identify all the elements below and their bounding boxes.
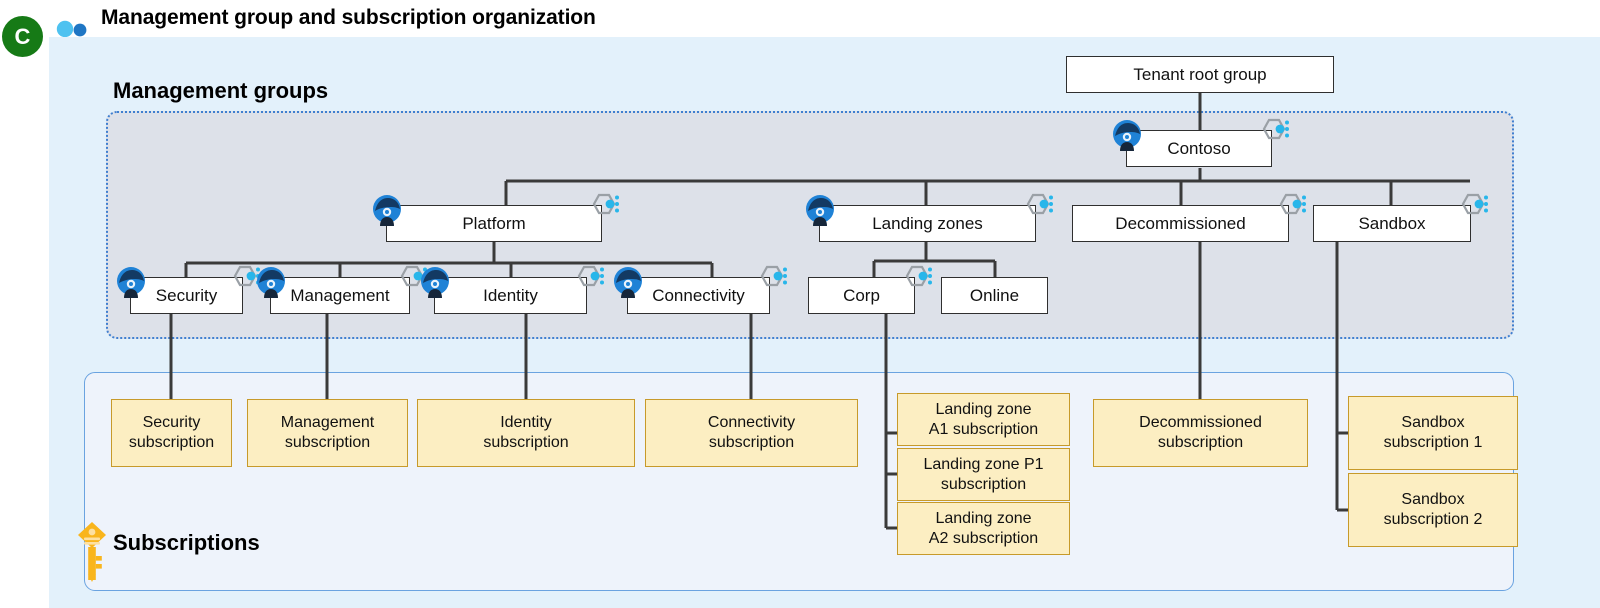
subscription-label-line1: Landing zone [935,400,1032,418]
subscription-label-line1: Decommissioned [1139,414,1262,431]
rbac-icon [610,265,646,301]
mg-label: Management [290,285,390,305]
subscription-label-line1: Connectivity [707,414,796,431]
policy-icon [1021,191,1055,223]
mg-node-management[interactable]: Management [257,265,427,314]
subscription-node-landing-zone-p1[interactable]: Landing zone P1 subscription [897,448,1070,501]
rbac-icon [369,193,405,229]
mg-label: Landing zones [872,213,983,233]
mg-label: Online [969,285,1020,305]
mg-label: Platform [462,213,526,233]
subscription-label-line1: Sandbox [1401,414,1465,431]
subscription-label-line2: subscription [940,475,1027,493]
subscription-label-line1: Management [280,414,375,431]
subscription-label-line2: A2 subscription [928,529,1039,547]
mg-node-decommissioned[interactable]: Decommissioned [1072,193,1306,242]
mg-label: Contoso [1167,138,1231,158]
mg-node-security[interactable]: Security [117,265,260,314]
mg-node-landing-zones[interactable]: Landing zones [806,193,1053,242]
subscription-label-line1: Landing zone P1 [923,455,1044,473]
mg-node-corp[interactable]: Corp [808,265,932,314]
subscription-label-line2: subscription [128,434,215,451]
subscription-label-line2: subscription 2 [1383,511,1483,528]
subscription-label-line2: subscription [708,434,795,451]
rbac-icon [1109,118,1145,154]
page-title: Management group and subscription organi… [101,6,596,29]
subscription-node-management[interactable]: Management subscription [247,399,408,467]
subscription-label-line2: subscription [284,434,371,451]
policy-icon [587,191,621,223]
mg-node-online[interactable]: Online [941,277,1048,314]
policy-icon [1274,191,1308,223]
mg-node-contoso[interactable]: Contoso [1113,118,1289,167]
subscription-label-line1: Sandbox [1401,491,1465,508]
key-icon [74,520,110,582]
brand-badge-letter: C [14,23,31,49]
policy-icon [900,263,934,295]
mg-node-sandbox[interactable]: Sandbox [1313,193,1488,242]
subscription-label-line1: Identity [500,414,552,431]
subscription-node-sandbox-1[interactable]: Sandbox subscription 1 [1348,396,1518,470]
mg-label: Security [155,285,218,305]
mg-label: Tenant root group [1133,64,1267,84]
rbac-icon [253,265,289,301]
mg-label: Connectivity [652,285,745,305]
mg-label: Sandbox [1358,213,1426,233]
subscriptions-heading: Subscriptions [113,530,260,555]
subscription-label-line2: subscription 1 [1383,434,1483,451]
mg-node-connectivity[interactable]: Connectivity [614,265,787,314]
subscription-label-line1: Landing zone [935,509,1032,527]
rbac-icon [113,265,149,301]
subscription-label-line2: A1 subscription [928,420,1039,438]
mg-node-identity[interactable]: Identity [421,265,604,314]
subscription-node-security[interactable]: Security subscription [111,399,232,467]
mg-label: Identity [483,285,538,305]
rbac-icon [417,265,453,301]
rbac-icon [802,193,838,229]
subscription-node-landing-zone-a2[interactable]: Landing zone A2 subscription [897,502,1070,555]
subscription-label-line1: Security [142,414,201,431]
subscription-node-sandbox-2[interactable]: Sandbox subscription 2 [1348,473,1518,547]
brand-badge: C [2,16,43,57]
management-groups-heading: Management groups [113,78,329,103]
policy-icon [1257,116,1291,148]
subscription-node-connectivity[interactable]: Connectivity subscription [645,399,858,467]
subscription-label-line2: subscription [483,434,569,451]
mg-node-tenant-root-group[interactable]: Tenant root group [1066,56,1334,93]
subscription-node-identity[interactable]: Identity subscription [417,399,635,467]
mg-node-platform[interactable]: Platform [373,193,619,242]
policy-icon [755,263,789,295]
policy-icon [572,263,606,295]
subscription-node-landing-zone-a1[interactable]: Landing zone A1 subscription [897,393,1070,446]
mg-label: Corp [843,285,880,305]
subscription-label-line2: subscription [1157,434,1244,451]
mg-label: Decommissioned [1115,213,1246,233]
subscription-node-decommissioned[interactable]: Decommissioned subscription [1093,399,1308,467]
policy-icon [1456,191,1490,223]
